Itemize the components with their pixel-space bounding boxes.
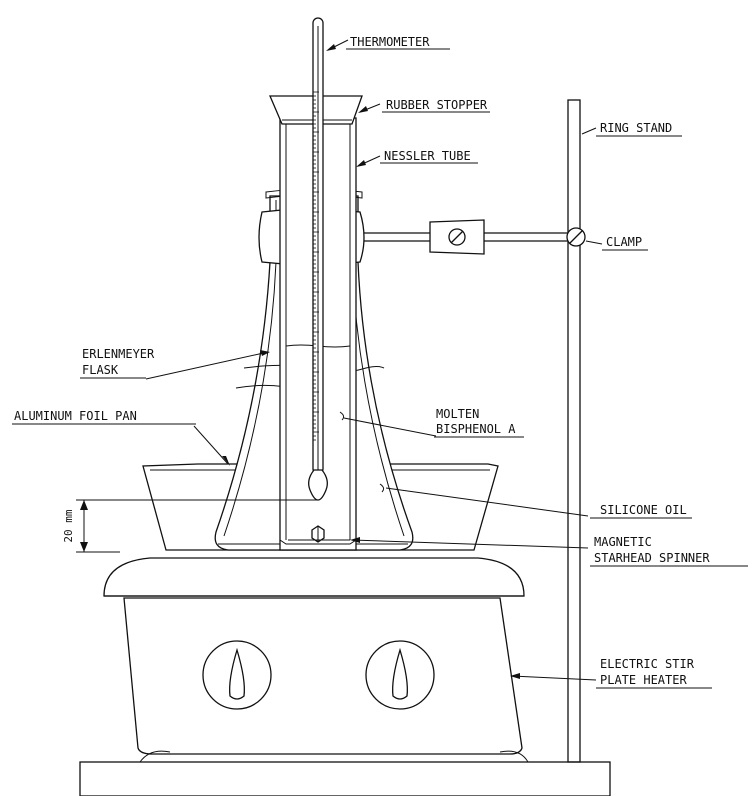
dimension-marker: 20 mm	[62, 499, 318, 553]
magnetic-stir-bar	[288, 525, 350, 543]
leader-lines	[145, 39, 603, 681]
thermometer	[308, 17, 328, 501]
left-knob	[202, 640, 272, 710]
label-erlenmeyer-1: ERLENMEYER	[82, 347, 155, 361]
dimension-label: 20 mm	[62, 509, 75, 542]
stir-plate-heater	[103, 557, 529, 763]
label-clamp: CLAMP	[606, 235, 642, 249]
label-magnetic-2: STARHEAD SPINNER	[594, 551, 710, 565]
label-heater-2: PLATE HEATER	[600, 673, 687, 687]
labels: THERMOMETER RUBBER STOPPER NESSLER TUBE …	[12, 35, 748, 689]
label-magnetic-1: MAGNETIC	[594, 535, 652, 549]
clamp-arm	[364, 219, 586, 255]
thermometer-scale	[313, 91, 319, 441]
label-aluminum-foil-pan: ALUMINUM FOIL PAN	[14, 409, 137, 423]
label-molten-2: BISPHENOL A	[436, 422, 516, 436]
label-silicone-oil: SILICONE OIL	[600, 503, 687, 517]
label-ring-stand: RING STAND	[600, 121, 672, 135]
label-molten-1: MOLTEN	[436, 407, 479, 421]
right-knob	[365, 640, 435, 710]
label-thermometer: THERMOMETER	[350, 35, 430, 49]
ring-stand	[567, 99, 581, 763]
label-erlenmeyer-2: FLASK	[82, 363, 119, 377]
label-heater-1: ELECTRIC STIR	[600, 657, 695, 671]
label-rubber-stopper: RUBBER STOPPER	[386, 98, 488, 112]
base-plate	[79, 761, 611, 796]
label-nessler-tube: NESSLER TUBE	[384, 149, 471, 163]
